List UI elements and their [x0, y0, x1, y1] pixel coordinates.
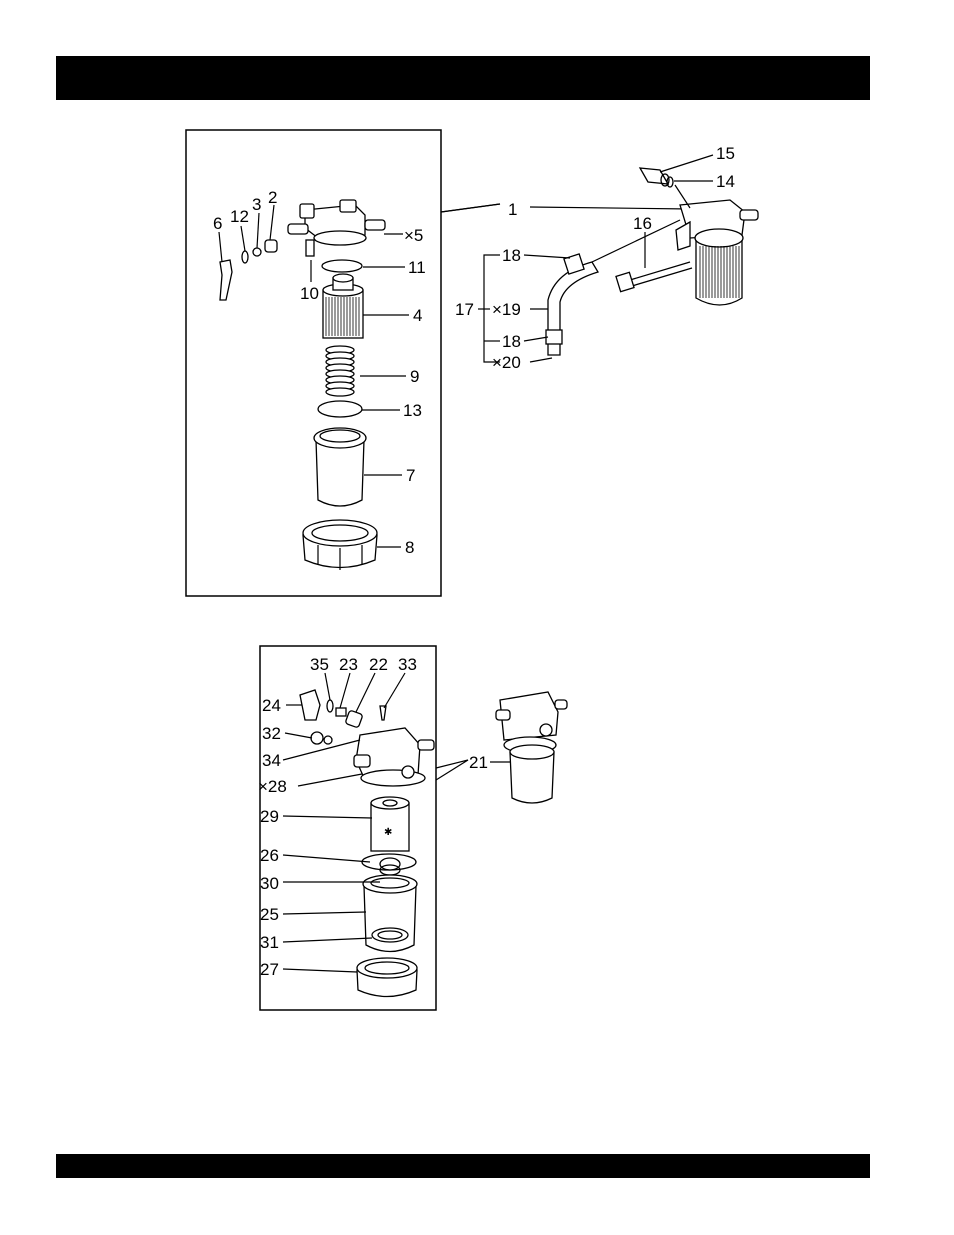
spring-9 — [326, 346, 354, 396]
label-5: ×5 — [404, 226, 423, 245]
o-ring-11 — [322, 260, 362, 272]
label-10: 10 — [300, 284, 319, 303]
label-1: 1 — [508, 200, 517, 219]
label-11: 11 — [408, 258, 426, 277]
label-28: ×28 — [258, 777, 287, 796]
assembled-filter-lower — [496, 692, 567, 803]
label-14: 14 — [716, 172, 735, 191]
label-17: 17 — [455, 300, 474, 319]
bowl-7 — [314, 428, 366, 506]
part-labels: 1 2 3 4 ×5 6 7 8 9 10 11 12 13 14 15 16 … — [213, 144, 735, 979]
label-7: 7 — [406, 466, 415, 485]
label-21: 21 — [469, 753, 488, 772]
label-33: 33 — [398, 655, 417, 674]
label-34: 34 — [262, 751, 281, 770]
hose-17 — [546, 220, 680, 355]
label-13: 13 — [403, 401, 422, 420]
label-35: 35 — [310, 655, 329, 674]
label-18-bottom: 18 — [502, 332, 521, 351]
label-9: 9 — [410, 367, 419, 386]
label-15: 15 — [716, 144, 735, 163]
label-8: 8 — [405, 538, 414, 557]
label-19: ×19 — [492, 300, 521, 319]
filter-element-4 — [323, 274, 363, 338]
label-30: 30 — [260, 874, 279, 893]
svg-text:✱: ✱ — [384, 827, 392, 838]
ring-nut-27 — [357, 958, 417, 997]
label-22: 22 — [369, 655, 388, 674]
label-23: 23 — [339, 655, 358, 674]
label-25: 25 — [260, 905, 279, 924]
label-31: 31 — [260, 933, 279, 952]
filter-element-29: ✱ — [371, 797, 409, 851]
label-20: ×20 — [492, 353, 521, 372]
spring-30 — [380, 858, 400, 875]
label-2: 2 — [268, 188, 277, 207]
assembled-filter-upper — [676, 200, 758, 305]
label-29: 29 — [260, 807, 279, 826]
filter-head-lower — [354, 728, 434, 786]
o-ring-13 — [318, 401, 362, 417]
label-32: 32 — [262, 724, 281, 743]
label-4: 4 — [413, 306, 422, 325]
label-3: 3 — [252, 195, 261, 214]
bowl-25 — [363, 875, 417, 952]
filter-head-upper — [288, 200, 385, 245]
label-6: 6 — [213, 214, 222, 233]
label-18-top: 18 — [502, 246, 521, 265]
label-27: 27 — [260, 960, 279, 979]
label-12: 12 — [230, 207, 249, 226]
label-26: 26 — [260, 846, 279, 865]
bolt-16 — [616, 262, 692, 292]
pipe-15 — [640, 168, 673, 187]
ring-nut-8 — [303, 520, 377, 570]
label-24: 24 — [262, 696, 281, 715]
label-16: 16 — [633, 214, 652, 233]
